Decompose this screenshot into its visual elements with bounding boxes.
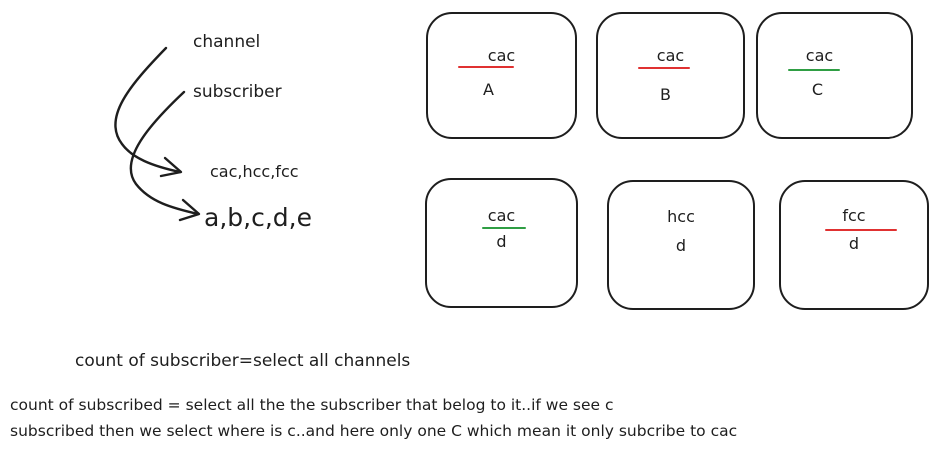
green-underline bbox=[482, 227, 526, 229]
subscriber-arrowhead bbox=[178, 198, 201, 222]
subscriber-label: subscriber bbox=[193, 82, 282, 102]
card-cac-d: cac d bbox=[425, 178, 578, 308]
card-subscriber-label: d bbox=[848, 234, 860, 253]
card-channel-label: fcc bbox=[842, 206, 866, 225]
subscribers-list: a,b,c,d,e bbox=[204, 203, 312, 232]
card-subscriber-label: A bbox=[483, 80, 494, 99]
card-subscriber-label: d bbox=[496, 232, 507, 251]
card-fcc-d: fcc d bbox=[779, 180, 929, 310]
channel-label: channel bbox=[193, 32, 261, 52]
card-cac-a: cac A bbox=[426, 12, 577, 139]
channels-list: cac,hcc,fcc bbox=[210, 162, 299, 181]
card-cac-c: cac C bbox=[756, 12, 913, 139]
card-channel-label: cac bbox=[805, 46, 834, 65]
count-of-subscribed-note-line2: subscribed then we select where is c..an… bbox=[10, 422, 738, 440]
card-subscriber-label: C bbox=[811, 80, 824, 99]
card-channel-label: cac bbox=[487, 206, 516, 225]
red-underline bbox=[458, 66, 514, 68]
channel-to-channels-arrow bbox=[114, 46, 182, 174]
card-channel-label: hcc bbox=[667, 207, 695, 226]
count-of-subscribed-note-line1: count of subscribed = select all the the… bbox=[10, 396, 614, 414]
channel-arrowhead bbox=[159, 156, 183, 178]
card-channel-label: cac bbox=[487, 46, 516, 65]
card-subscriber-label: B bbox=[660, 85, 671, 104]
red-underline bbox=[825, 229, 897, 231]
green-underline bbox=[788, 69, 840, 71]
subscriber-to-subscribers-arrow bbox=[129, 90, 200, 216]
card-cac-b: cac B bbox=[596, 12, 745, 139]
card-subscriber-label: d bbox=[675, 236, 687, 255]
red-underline bbox=[638, 67, 690, 69]
card-hcc-d: hcc d bbox=[607, 180, 755, 310]
count-of-subscriber-note: count of subscriber=select all channels bbox=[75, 351, 411, 371]
card-channel-label: cac bbox=[656, 46, 685, 65]
